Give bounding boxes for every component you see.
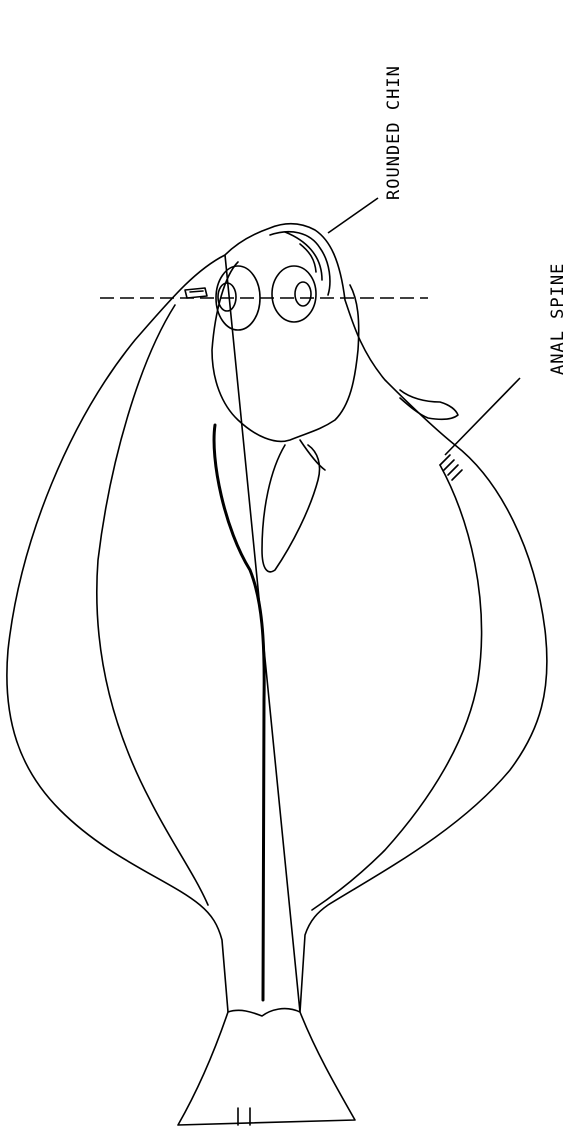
pectoral-fin	[262, 445, 320, 572]
lateral-line	[214, 425, 264, 1000]
anal-spine-label: ANAL SPINE	[548, 263, 568, 375]
rounded-chin-label: ROUNDED CHIN	[384, 65, 404, 200]
right-eye-inner	[295, 282, 311, 306]
body-outline	[7, 224, 547, 1012]
pectoral-fin-inner	[300, 440, 325, 470]
rounded-chin-leader	[328, 198, 378, 233]
caudal-fin	[178, 1009, 355, 1125]
anal-spine-marks	[440, 455, 462, 480]
pelvic-fin	[400, 390, 458, 419]
anal-fin-base	[312, 465, 482, 910]
right-eye-outer	[272, 266, 316, 322]
dorsal-fin-rays	[185, 288, 207, 298]
mouth-upper	[270, 232, 330, 295]
dorsal-fin-base	[97, 305, 208, 905]
mouth-lower	[285, 232, 322, 280]
